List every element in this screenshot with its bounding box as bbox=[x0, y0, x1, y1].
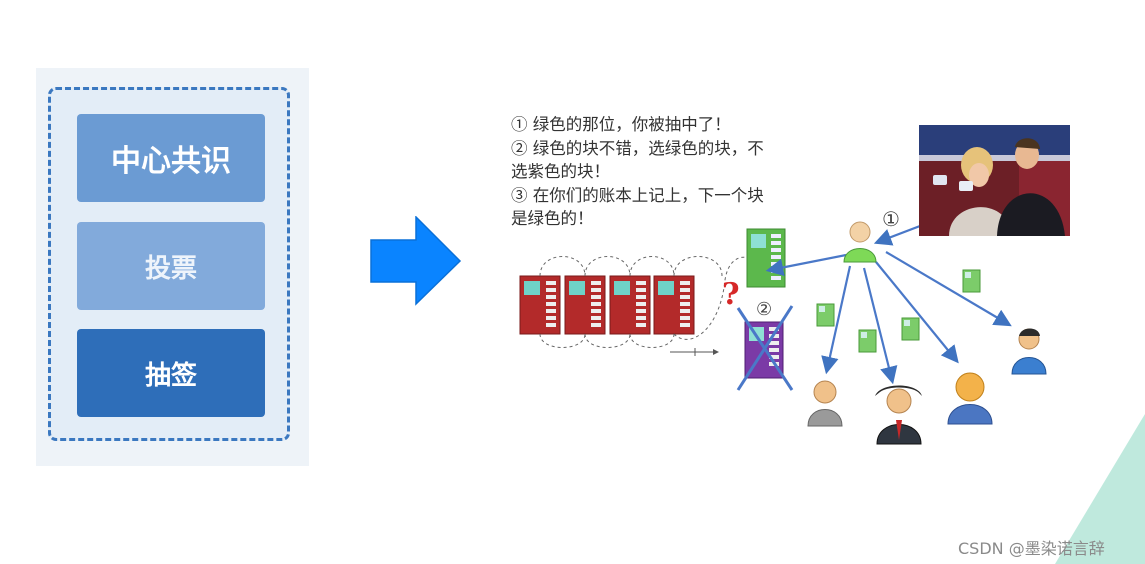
broadcast-block-icons bbox=[817, 270, 980, 352]
small-green-block-icon bbox=[902, 318, 919, 340]
selected-user-icon bbox=[844, 222, 876, 262]
user-icon bbox=[1012, 329, 1046, 375]
user-icon bbox=[808, 381, 842, 426]
watermark: CSDN @墨染诺言辞 bbox=[958, 535, 1105, 559]
red-block-icon bbox=[610, 276, 650, 334]
step-marker-2: ② bbox=[756, 299, 772, 320]
step-marker-1: ① bbox=[882, 207, 900, 231]
green-block-icon bbox=[747, 229, 785, 287]
red-block-icon bbox=[520, 276, 560, 334]
small-green-block-icon bbox=[817, 304, 834, 326]
blockchain-chain bbox=[520, 257, 748, 357]
user-icon bbox=[875, 386, 922, 445]
red-block-icon bbox=[565, 276, 605, 334]
lottery-draw-photo bbox=[919, 125, 1070, 236]
red-block-icon bbox=[654, 276, 694, 334]
user-icon bbox=[948, 373, 992, 424]
small-green-block-icon bbox=[859, 330, 876, 352]
small-green-block-icon bbox=[963, 270, 980, 292]
question-mark: ? bbox=[722, 277, 740, 312]
